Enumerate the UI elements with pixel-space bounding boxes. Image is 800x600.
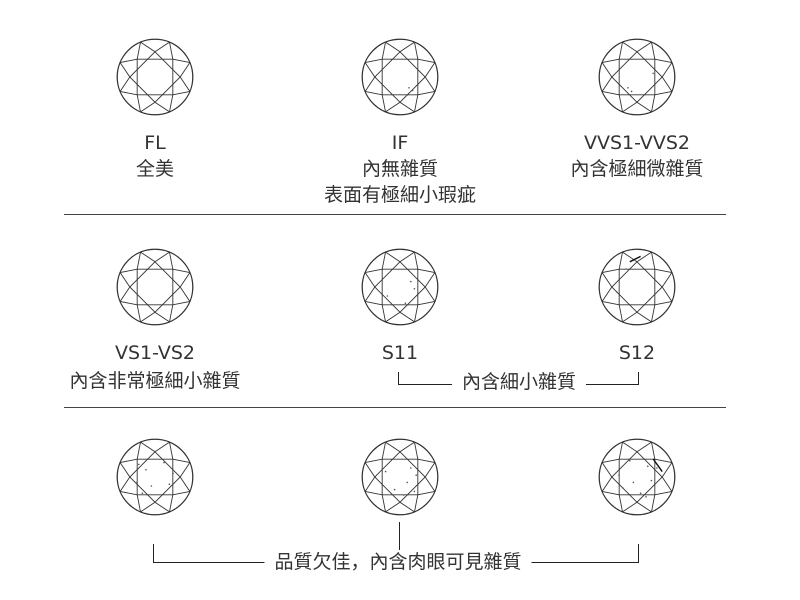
diamond-vs-icon [110,242,200,332]
si-bracket-left-tick [398,372,399,385]
grade-vvs-code: VVS1-VVS2 [583,132,691,154]
diamond-i3-icon [592,432,682,522]
diamond-si2-icon [592,242,682,332]
grade-if-desc2: 表面有極細小瑕疵 [323,184,477,206]
i-bracket-left-tick [153,544,154,563]
si-bracket-right-tick [638,372,639,385]
diamond-if-icon [355,32,445,122]
grade-fl-code: FL [144,132,166,154]
diamond-vvs-icon [592,32,682,122]
grade-if-code: IF [391,132,409,154]
grade-si1-code: S11 [381,342,419,364]
diamond-i1-icon [110,432,200,522]
grade-vs-code: VS1-VS2 [114,342,196,364]
grade-vs-desc: 內含非常極細小雜質 [69,370,241,392]
grade-si2-code: S12 [618,342,656,364]
grade-if-desc: 內無雜質 [361,158,439,180]
diamond-i2-icon [355,432,445,522]
i-group-label: 品質欠佳，內含肉眼可見雜質 [264,550,532,574]
diamond-si1-icon [355,242,445,332]
grade-vvs-desc: 內含極細微雜質 [570,158,704,180]
si-group-label: 內含細小雜質 [451,370,587,394]
i-bracket-right-tick [638,544,639,563]
divider-1 [64,214,726,215]
i-bracket-center-tick [399,522,400,563]
diamond-fl-icon [110,32,200,122]
divider-2 [64,407,726,408]
grade-fl-desc: 全美 [135,158,175,180]
